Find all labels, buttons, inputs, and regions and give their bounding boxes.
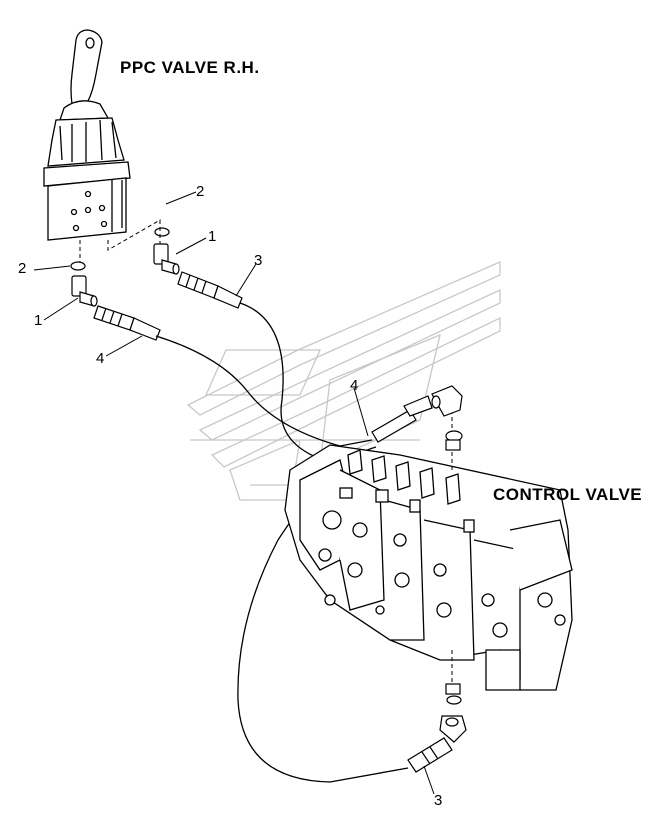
callout-4-left: 4: [96, 350, 105, 367]
o-ring-left: [70, 261, 86, 271]
ppc-leader-lines: [79, 219, 161, 262]
o-ring-right: [154, 227, 170, 237]
callout-3-bottom: 3: [434, 792, 443, 809]
callout-leaders: [33, 191, 435, 795]
cv-hose-end-lower: [407, 737, 453, 773]
cv-elbow-upper: [431, 385, 463, 451]
control-valve-label: CONTROL VALVE: [493, 485, 643, 504]
callout-2-left: 2: [18, 260, 27, 277]
hose-end-right: [177, 271, 243, 309]
callout-1-left: 1: [34, 312, 43, 329]
cv-elbow-lower: [439, 683, 467, 743]
ppc-valve-joystick: [43, 29, 131, 241]
hose-end-left: [93, 305, 161, 341]
callout-3-top: 3: [254, 252, 263, 269]
cv-hose-end-upper: [371, 395, 433, 443]
callout-2-right: 2: [196, 183, 205, 200]
elbow-fitting-left: [71, 275, 98, 307]
ppc-valve-label: PPC VALVE R.H.: [120, 58, 260, 77]
callout-4-control: 4: [350, 377, 359, 394]
control-valve-assembly: [284, 444, 573, 691]
callout-1-right: 1: [208, 228, 217, 245]
elbow-fitting-right: [153, 243, 180, 275]
